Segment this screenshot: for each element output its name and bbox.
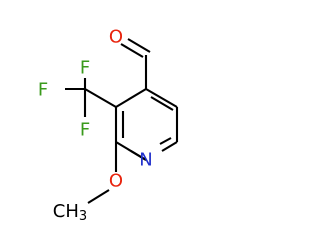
methyl-ch-text: CH [53, 201, 79, 222]
pyridine-ring [114, 88, 179, 161]
methoxy-oxygen-label: O [109, 171, 123, 192]
chemical-structure: O F F F N O CH3 [38, 27, 179, 224]
methyl-label: CH3 [53, 201, 87, 224]
aldehyde-carbonyl-bond [120, 38, 151, 58]
trifluoromethyl-bonds [65, 78, 117, 117]
fluorine-label-top: F [80, 58, 90, 79]
methoxy-bonds [87, 142, 118, 204]
aldehyde-oxygen-label: O [109, 27, 123, 48]
fluorine-label-bottom: F [80, 120, 90, 141]
methyl-subscript-text: 3 [79, 209, 87, 224]
ring-nitrogen-label: N [139, 150, 152, 171]
fluorine-label-left: F [38, 80, 48, 101]
